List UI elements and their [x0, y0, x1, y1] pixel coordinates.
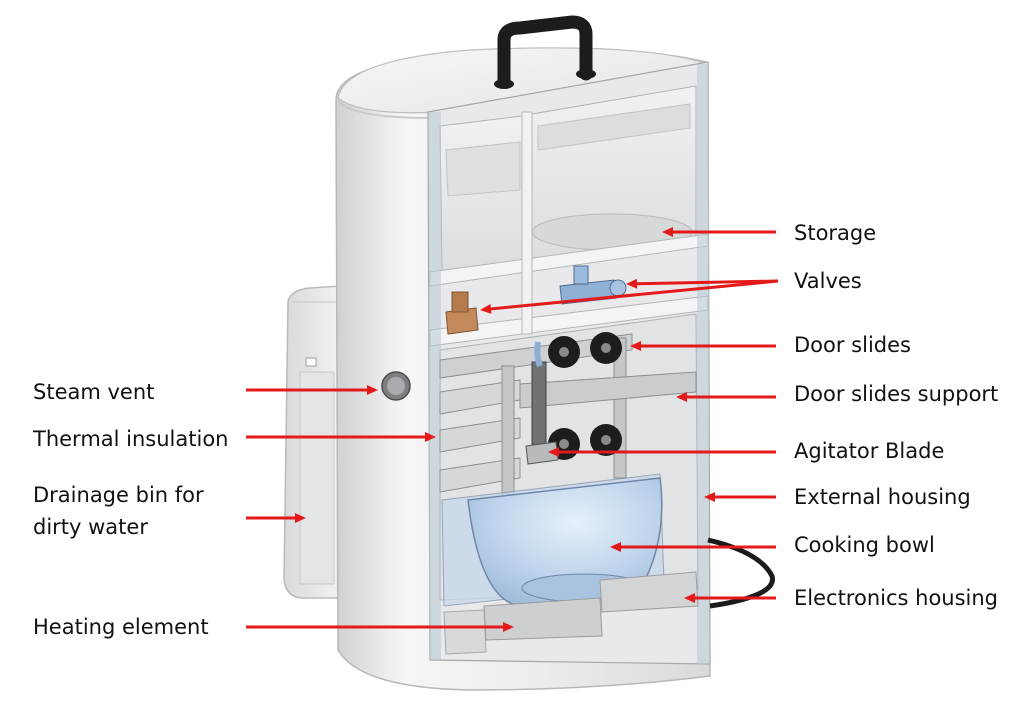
- electronics-housing-shape: [443, 571, 699, 655]
- steam-vent-shape: [381, 371, 411, 401]
- label-heating-element: Heating element: [33, 615, 209, 639]
- arrow-steam-vent: [246, 385, 378, 395]
- label-thermal-insulation: Thermal insulation: [33, 427, 229, 451]
- arrow-door-slides: [630, 341, 776, 351]
- label-cooking-bowl: Cooking bowl: [794, 533, 935, 557]
- label-external-housing: External housing: [794, 485, 971, 509]
- label-agitator-blade: Agitator Blade: [794, 439, 945, 463]
- label-door-slides: Door slides: [794, 333, 911, 357]
- handle-shape: [494, 15, 596, 89]
- power-cable: [707, 537, 775, 609]
- arrow-cooking-bowl: [610, 542, 776, 552]
- label-door-slides-support: Door slides support: [794, 382, 999, 406]
- arrow-thermal-insulation: [246, 432, 436, 442]
- arrow-heating-element: [246, 622, 514, 632]
- leader-arrows: [246, 227, 779, 632]
- arrow-electronics-housing: [684, 593, 776, 603]
- label-valves: Valves: [794, 269, 862, 293]
- label-storage: Storage: [794, 221, 877, 245]
- label-steam-vent: Steam vent: [33, 380, 155, 404]
- label-electronics-housing: Electronics housing: [794, 586, 999, 610]
- arrow-external-housing: [704, 492, 776, 502]
- label-drainage-bin: Drainage bin for dirty water: [33, 483, 204, 539]
- arrow-storage: [662, 227, 776, 237]
- arrow-valves-a: [626, 278, 779, 289]
- arrow-agitator-blade: [548, 447, 776, 457]
- valves-shape: [445, 265, 627, 335]
- agitator-shape: [525, 341, 559, 465]
- drainage-bin-shape: [283, 285, 341, 599]
- arrow-drainage-bin: [246, 513, 306, 523]
- arrow-door-slides-support: [676, 392, 776, 402]
- arrow-valves-b: [480, 279, 779, 314]
